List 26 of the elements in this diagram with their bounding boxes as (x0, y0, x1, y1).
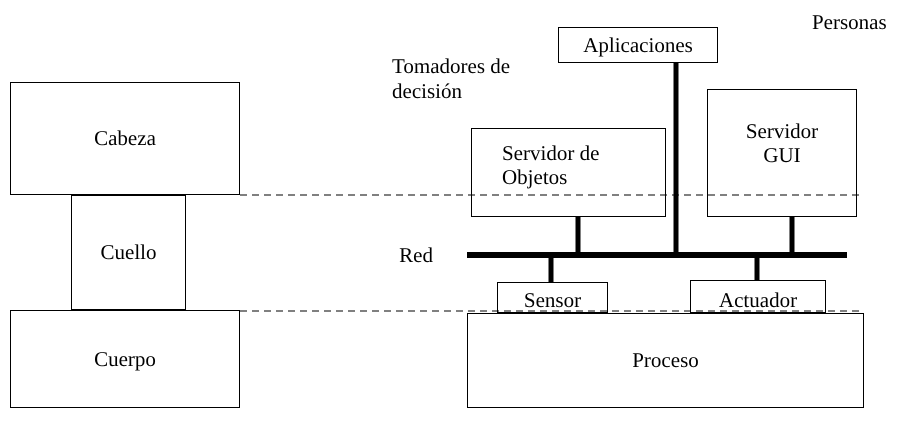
connector-line (754, 258, 760, 280)
box-label: Cuerpo (94, 346, 156, 372)
box-label: Aplicaciones (583, 32, 693, 58)
box-label: Actuador (718, 288, 798, 312)
connector-line (548, 258, 554, 282)
neck-box (71, 195, 186, 310)
process-box (467, 313, 864, 408)
component-box (471, 128, 666, 217)
box-label: Cuello (100, 240, 156, 265)
annotation-text: Tomadores de decisión (392, 54, 512, 104)
box-label: Cabeza (94, 126, 156, 151)
component-box (707, 89, 857, 217)
head-box (10, 82, 240, 195)
component-box (690, 280, 826, 313)
box-label: Servidor de Objetos (502, 141, 600, 190)
component-box (558, 27, 718, 63)
annotation-text: Personas (812, 10, 887, 36)
connector-line (674, 63, 678, 252)
box-label: Sensor (524, 288, 582, 312)
body-box (10, 310, 240, 408)
connector-line (790, 217, 794, 252)
bus-label: Red (399, 242, 433, 268)
component-box (497, 282, 608, 313)
box-label: Servidor GUI (744, 118, 820, 168)
box-label: Proceso (632, 348, 699, 373)
connector-line (576, 217, 580, 252)
